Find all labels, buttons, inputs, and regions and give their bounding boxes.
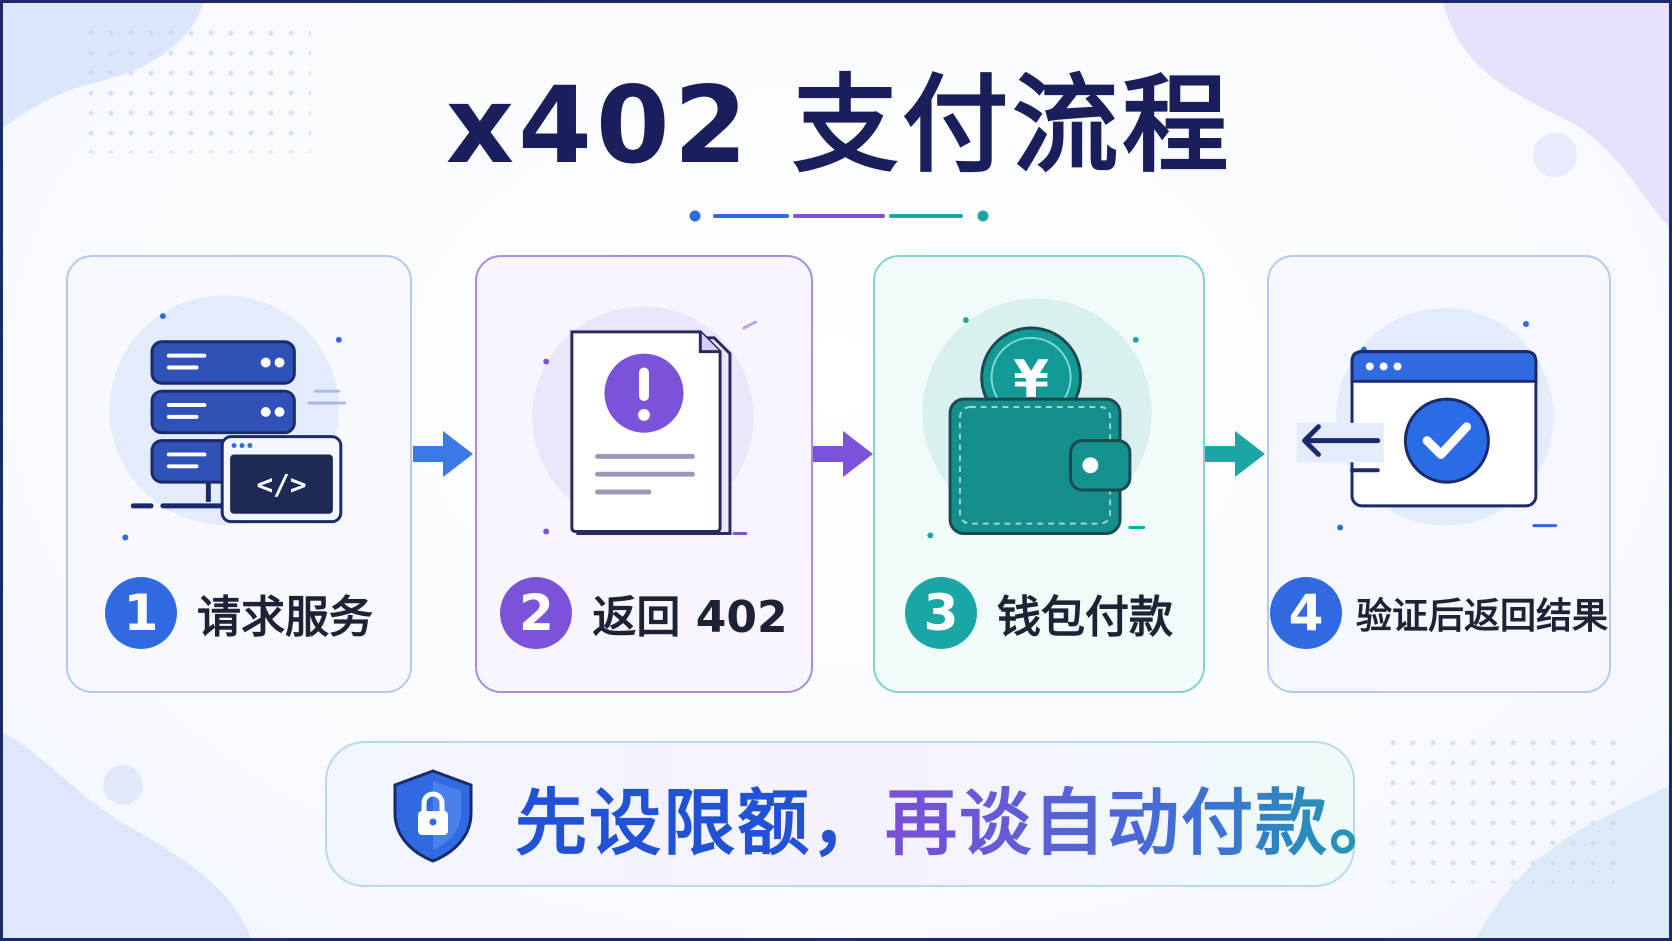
arrow-right-icon xyxy=(813,431,873,477)
step-4-heading: 4 验证后返回结果 xyxy=(1269,575,1609,651)
step-label: 钱包付款 xyxy=(997,592,1173,643)
title-divider xyxy=(689,210,989,222)
summary-text-part-1: 先设限额， xyxy=(515,780,886,865)
step-1-heading: 1 请求服务 xyxy=(68,575,410,651)
browser-check-icon xyxy=(1296,308,1558,531)
step-number-badge: 4 xyxy=(1269,577,1342,649)
step-label: 请求服务 xyxy=(197,592,373,643)
step-card-1: </> 1 请求服务 xyxy=(66,255,412,693)
decor-blob-bottom-left xyxy=(3,733,251,938)
summary-text: 先设限额，再谈自动付款。 xyxy=(515,743,1403,889)
arrow-right-icon xyxy=(1205,431,1265,477)
document-alert-icon xyxy=(532,306,758,535)
step-card-4: 4 验证后返回结果 xyxy=(1267,255,1611,693)
svg-text:</>: </> xyxy=(257,468,307,501)
decor-dots-top-left xyxy=(81,23,311,153)
step-3-heading: 3 钱包付款 xyxy=(875,575,1203,651)
arrow-right-icon xyxy=(413,431,473,477)
server-code-icon: </> xyxy=(109,295,347,541)
decor-dots-bottom-right xyxy=(1383,733,1623,883)
step-number-badge: 1 xyxy=(105,577,177,649)
decor-blob-top-right xyxy=(1443,3,1669,227)
summary-text-part-2: 再谈自动付款。 xyxy=(885,764,1403,869)
shield-lock-icon xyxy=(393,769,473,863)
step-label: 返回 402 xyxy=(592,592,788,643)
step-number-badge: 3 xyxy=(905,577,977,649)
diagram-title: x402 支付流程 xyxy=(445,64,1233,187)
step-label: 验证后返回结果 xyxy=(1355,596,1608,637)
summary-banner: 先设限额，再谈自动付款。 xyxy=(325,741,1401,887)
step-card-3: ¥ 3 钱包付款 xyxy=(873,255,1205,693)
step-2-heading: 2 返回 402 xyxy=(477,575,811,651)
step-number-badge: 2 xyxy=(500,577,573,649)
wallet-yuan-icon: ¥ xyxy=(922,298,1152,539)
step-card-2: 2 返回 402 xyxy=(475,255,813,693)
